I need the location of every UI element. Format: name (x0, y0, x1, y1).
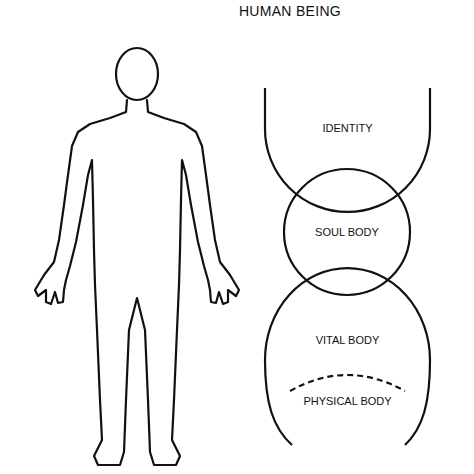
identity-shape-outline (265, 88, 430, 212)
node-label: IDENTITY (265, 121, 430, 135)
vital-body-shape: VITAL BODY PHYSICAL BODY (265, 268, 430, 448)
vital-body-shape-line (265, 268, 430, 445)
physical-body-region-outline (285, 373, 410, 445)
diagram-title: HUMAN BEING (190, 3, 390, 19)
physical-body-region: PHYSICAL BODY (285, 373, 410, 445)
identity-shape: IDENTITY (265, 88, 430, 212)
node-label: VITAL BODY (265, 333, 430, 347)
soul-body-circle: SOUL BODY (284, 169, 410, 295)
physical-body-region-line (290, 375, 405, 391)
vital-body-shape-outline (265, 268, 430, 448)
figure-body (35, 100, 239, 465)
node-label: PHYSICAL BODY (285, 394, 410, 408)
node-label: SOUL BODY (284, 225, 410, 239)
identity-shape-line (265, 88, 430, 212)
figure-head (116, 48, 158, 100)
soul-body-circle-line (284, 169, 410, 295)
